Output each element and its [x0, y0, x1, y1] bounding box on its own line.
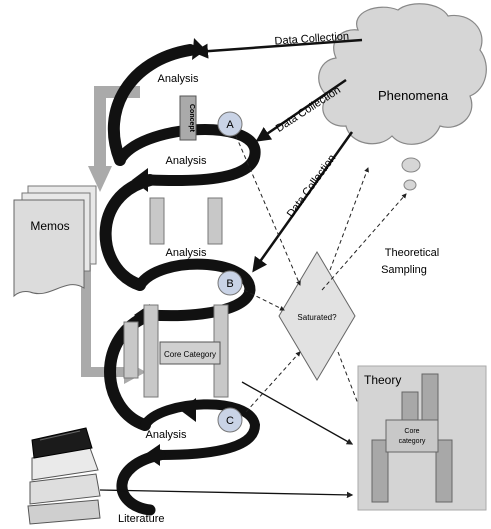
saturated-label: Saturated?	[297, 313, 337, 322]
stage-b-circle: B	[217, 270, 243, 296]
memos-label: Memos	[30, 219, 69, 233]
data-collection-arrows	[193, 38, 363, 273]
stage-c-circle: C	[217, 407, 243, 433]
analysis-label-2: Analysis	[166, 155, 207, 167]
core-category-box: Core Category	[159, 341, 221, 365]
phenomena-label: Phenomena	[378, 88, 449, 103]
theory-core-label-1: Core	[404, 428, 419, 435]
stage-b-label: B	[226, 278, 233, 290]
theoretical-sampling-label-1: Theoretical	[385, 247, 439, 259]
core-category-label: Core Category	[164, 350, 216, 359]
theory-box: Theory Core category	[357, 365, 487, 511]
memos-document: Memos	[13, 185, 97, 298]
analysis-label-3: Analysis	[166, 247, 207, 259]
dashed-arrows	[235, 135, 407, 415]
theory-label: Theory	[364, 373, 401, 387]
theoretical-sampling-label-2: Sampling	[381, 264, 427, 276]
analysis-spiral	[99, 44, 261, 516]
theory-arrows	[99, 381, 354, 499]
literature-books-icon	[27, 427, 101, 525]
concept-label: Concept	[188, 104, 195, 133]
data-collection-label-1: Data Collection	[274, 30, 349, 47]
stage-c-label: C	[226, 415, 234, 427]
analysis-label-4: Analysis	[146, 429, 187, 441]
literature-label: Literature	[118, 513, 164, 525]
theory-core-label-2: category	[399, 438, 426, 445]
data-collection-label-3: Data Collection	[285, 153, 339, 220]
saturated-diamond: Saturated?	[278, 251, 356, 381]
stage-a-circle: A	[217, 111, 243, 137]
stage-a-label: A	[226, 119, 234, 131]
category-blocks	[123, 197, 229, 398]
concept-box: Concept	[179, 95, 197, 141]
analysis-label-1: Analysis	[158, 73, 199, 85]
